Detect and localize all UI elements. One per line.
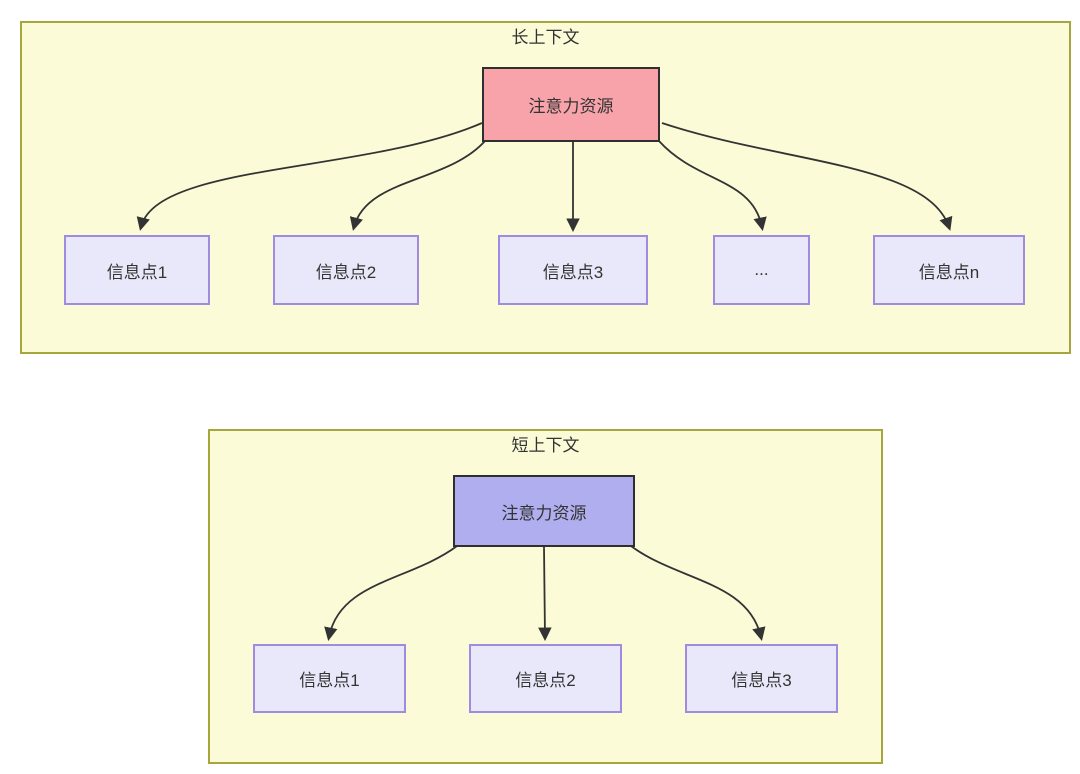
arrow-long-to-ellipsis (658, 140, 767, 231)
info-node-label: ... (754, 260, 769, 279)
attention-node-short-label: 注意力资源 (501, 503, 587, 523)
info-node-label: 信息点1 (106, 262, 168, 282)
attention-node-long: 注意力资源 (482, 67, 660, 142)
long-context-arrows (136, 122, 953, 233)
attention-node-short: 注意力资源 (453, 475, 635, 547)
info-node-long-n: 信息点n (873, 235, 1025, 305)
short-context-container: 短上下文 注意力资源 信息点1 信息点2 信息点3 (208, 429, 883, 764)
arrow-short-to-info2 (538, 546, 552, 642)
info-node-label: 信息点2 (315, 262, 377, 282)
arrow-short-to-info1 (324, 545, 458, 641)
info-node-label: 信息点2 (515, 671, 576, 690)
long-context-container: 长上下文 注意力资源 信息点1 信息点2 信息点3 ... (20, 21, 1071, 354)
info-node-label: 信息点3 (542, 262, 604, 282)
info-node-short-1: 信息点1 (253, 644, 406, 713)
arrow-long-to-infon (661, 122, 953, 231)
arrow-long-to-info2 (349, 140, 486, 231)
long-context-title: 长上下文 (511, 28, 580, 47)
info-node-short-3: 信息点3 (685, 644, 838, 713)
info-node-label: 信息点n (918, 262, 980, 282)
short-context-arrows (324, 545, 766, 642)
arrow-long-to-info1 (136, 122, 483, 231)
arrow-short-to-info3 (630, 545, 766, 641)
attention-node-long-label: 注意力资源 (528, 97, 614, 116)
info-node-long-1: 信息点1 (64, 235, 210, 305)
info-node-long-2: 信息点2 (273, 235, 419, 305)
info-node-label: 信息点1 (299, 671, 360, 690)
info-node-label: 信息点3 (731, 671, 792, 690)
info-node-long-ellipsis: ... (713, 235, 810, 305)
info-node-long-3: 信息点3 (498, 235, 648, 305)
info-node-short-2: 信息点2 (469, 644, 622, 713)
short-context-title: 短上下文 (511, 436, 580, 455)
